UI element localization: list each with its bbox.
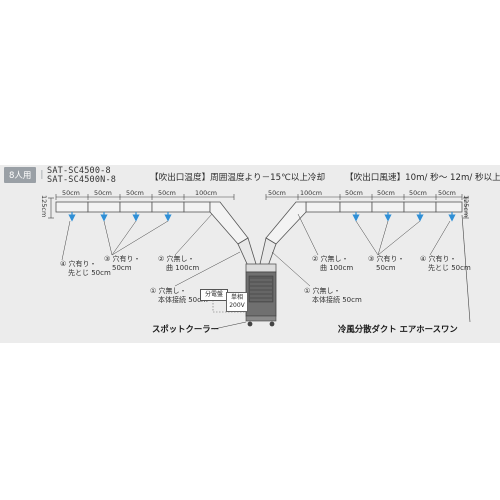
left-callout-2-line1: ② 穴無し・ xyxy=(158,255,195,263)
outlet-temperature-bracket: 【吹出口温度】 xyxy=(150,173,211,183)
left-callout-2: ② 穴無し・ 曲 100cm xyxy=(158,255,199,273)
left-outlet-arrows xyxy=(68,212,172,222)
left-callout-3-line2: 50cm xyxy=(112,263,132,272)
left-distance-4: 50cm xyxy=(158,189,176,197)
right-duct-connector xyxy=(259,237,277,267)
duct-product-label: 冷風分散ダクト エアホースワン xyxy=(338,324,458,334)
left-distance-2: 50cm xyxy=(94,189,112,197)
left-callout-4: ④ 穴有り・ 先とじ 50cm xyxy=(60,260,111,278)
right-callout-3: ③ 穴有り・ 50cm xyxy=(368,255,405,273)
left-callout-4-line1: ④ 穴有り・ xyxy=(60,260,97,268)
right-distance-5: 50cm xyxy=(409,189,427,197)
right-callout-4: ④ 穴有り・ 先とじ 50cm xyxy=(420,255,471,273)
spot-cooler-unit xyxy=(245,263,277,327)
right-callout-leaders xyxy=(271,213,451,287)
right-callout-4-line1: ④ 穴有り・ xyxy=(420,255,457,263)
right-callout-3-line1: ③ 穴有り・ xyxy=(368,255,405,263)
bottom-label-leaders xyxy=(213,214,471,330)
outlet-temperature-text: 周囲温度より－15℃以上冷却 xyxy=(210,173,326,183)
right-dimension-line xyxy=(265,194,463,200)
power-connection-line xyxy=(212,300,246,313)
outlet-temperature-header: 【吹出口温度】周囲温度より－15℃以上冷却 xyxy=(150,171,325,183)
model-number-1: SAT-SC4500-8 xyxy=(47,166,111,176)
left-callout-4-line2: 先とじ 50cm xyxy=(68,268,111,277)
right-callout-4-line2: 先とじ 50cm xyxy=(428,263,471,272)
height-markers xyxy=(48,197,469,219)
outlet-speed-bracket: 【吹出口風速】 xyxy=(345,173,406,183)
left-callout-leaders xyxy=(61,213,241,287)
right-duct-segments xyxy=(305,201,463,213)
left-dimension-line xyxy=(55,194,235,200)
right-outlet-arrows xyxy=(352,212,456,222)
right-callout-1-line2: 本体接続 50cm xyxy=(312,295,362,304)
badge-separator: | xyxy=(40,170,44,180)
capacity-badge: 8人用 | xyxy=(4,167,47,183)
right-distance-6: 50cm xyxy=(438,189,456,197)
outlet-speed-text: 10m/ 秒～ 12m/ 秒以上 xyxy=(405,173,500,183)
right-distance-2: 100cm xyxy=(300,189,322,197)
right-callout-2: ② 穴無し・ 曲 100cm xyxy=(312,255,353,273)
left-duct-bend xyxy=(209,201,249,245)
right-duct-bend xyxy=(265,201,307,245)
left-callout-3: ③ 穴有り・ 50cm xyxy=(104,255,141,273)
voltage-value: 200V xyxy=(229,302,245,309)
right-distance-3: 50cm xyxy=(345,189,363,197)
outlet-speed-header: 【吹出口風速】10m/ 秒～ 12m/ 秒以上 xyxy=(345,171,500,183)
capacity-label: 8人用 xyxy=(4,167,37,183)
right-callout-2-line1: ② 穴無し・ xyxy=(312,255,349,263)
model-number-2: SAT-SC4500N-8 xyxy=(47,175,117,185)
left-duct-segments xyxy=(55,201,211,213)
left-callout-3-line1: ③ 穴有り・ xyxy=(104,255,141,263)
left-callout-1-line2: 本体接続 50cm xyxy=(158,295,208,304)
left-distance-1: 50cm xyxy=(62,189,80,197)
left-callout-1-line1: ① 穴無し・ xyxy=(150,287,187,295)
left-callout-1: ① 穴無し・ 本体接続 50cm xyxy=(150,287,208,305)
right-distance-1: 50cm xyxy=(268,189,286,197)
right-callout-2-line2: 曲 100cm xyxy=(320,263,354,272)
right-callout-3-line2: 50cm xyxy=(376,263,396,272)
right-distance-4: 50cm xyxy=(377,189,395,197)
distribution-panel: 分電盤 xyxy=(200,289,228,301)
left-distance-5: 100cm xyxy=(195,189,217,197)
voltage-box: 単相 200V xyxy=(226,292,248,312)
height-left-label: 125cm xyxy=(40,195,48,218)
spot-cooler-label: スポットクーラー xyxy=(152,324,219,334)
left-duct-connector xyxy=(237,237,257,267)
right-callout-1-line1: ① 穴無し・ xyxy=(304,287,341,295)
left-callout-2-line2: 曲 100cm xyxy=(166,263,200,272)
voltage-phase: 単相 xyxy=(230,294,243,301)
right-callout-1: ① 穴無し・ 本体接続 50cm xyxy=(304,287,362,305)
left-distance-3: 50cm xyxy=(126,189,144,197)
